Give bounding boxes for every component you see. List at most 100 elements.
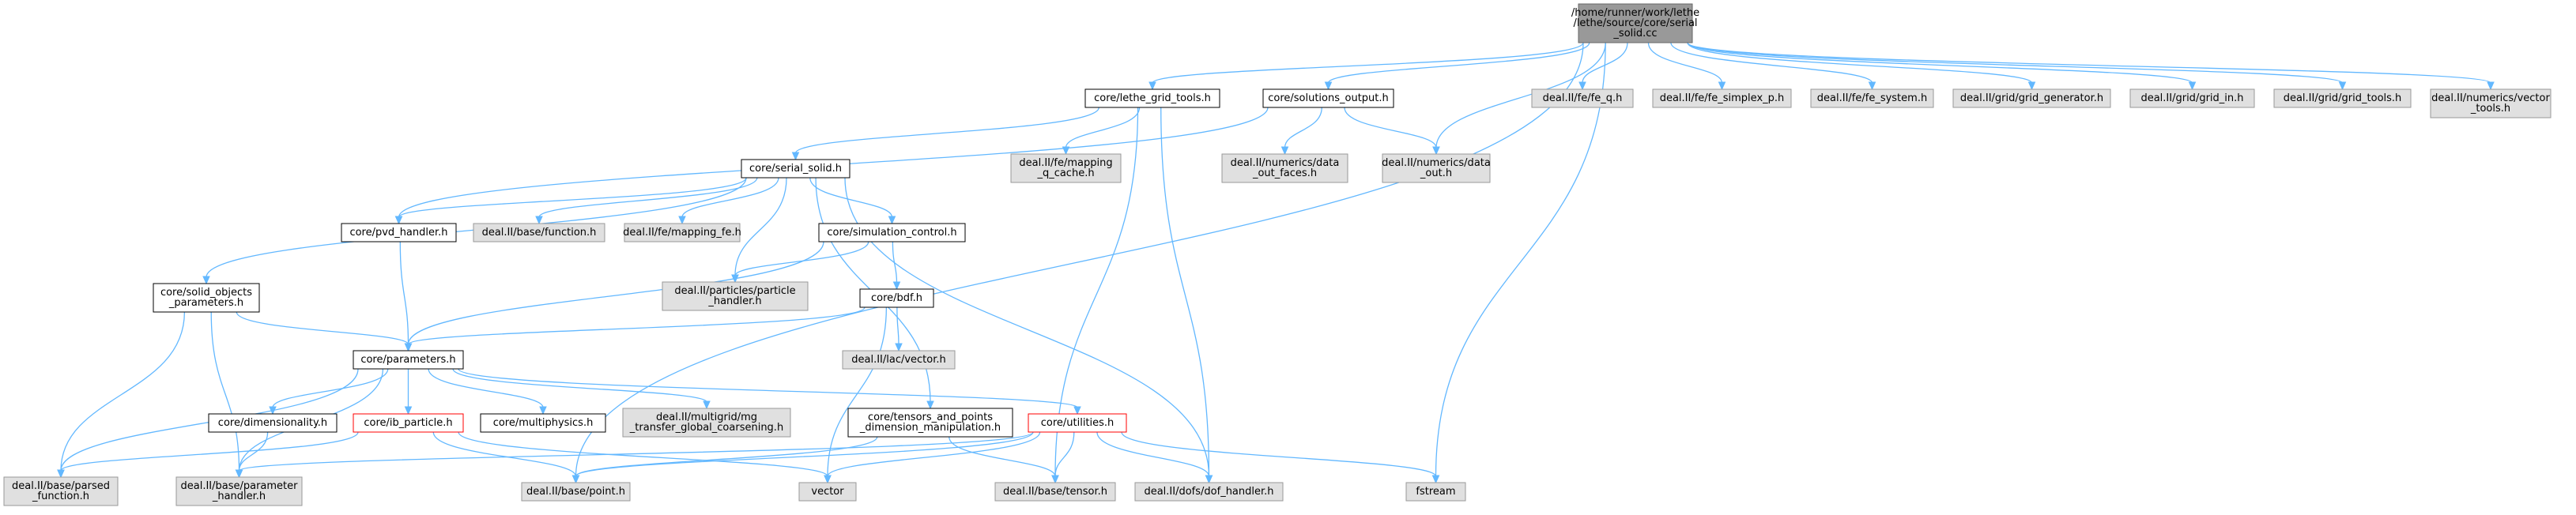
node-label-line: deal.II/fe/fe_system.h (1817, 92, 1927, 104)
node-grid_in: deal.II/grid/grid_in.h (2129, 88, 2255, 108)
node-parameters[interactable]: core/parameters.h (353, 350, 464, 370)
node-label-line: deal.II/grid/grid_in.h (2140, 92, 2243, 104)
node-point: deal.II/base/point.h (521, 482, 631, 502)
arrowhead-mapping_fe (678, 216, 686, 225)
node-label-line: deal.II/base/point.h (526, 486, 625, 498)
arrowhead-fe_q (1578, 81, 1586, 91)
node-data_out: deal.II/numerics/data_out.h (1382, 153, 1491, 183)
node-fe_q: deal.II/fe/fe_q.h (1531, 88, 1634, 108)
node-label-line: core/pvd_handler.h (349, 227, 447, 239)
arrowhead-tensor (1051, 475, 1059, 484)
edge-utilities-to-dof_handler (1096, 431, 1210, 477)
node-box (2129, 88, 2255, 108)
node-label-line: deal.II/grid/grid_generator.h (1960, 92, 2103, 104)
node-label-line: deal.II/base/function.h (482, 227, 597, 239)
node-fe_simplex: deal.II/fe/fe_simplex_p.h (1652, 88, 1792, 108)
edge-tensors_points-to-tensor (949, 436, 1056, 477)
node-label-line: _transfer_global_coarsening.h (629, 422, 783, 434)
node-grid_tools[interactable]: core/lethe_grid_tools.h (1084, 88, 1220, 108)
node-label-line: _function.h (32, 491, 89, 502)
node-label-line: core/tensors_and_points (868, 412, 993, 423)
node-label-line: deal.II/numerics/data (1231, 157, 1340, 169)
node-box (1405, 482, 1466, 502)
arrowhead-utilities (1073, 406, 1081, 415)
node-label-line: core/utilities.h (1041, 417, 1115, 429)
edge-ib_particle-to-parsed_function (60, 431, 359, 472)
node-bdf[interactable]: core/bdf.h (859, 288, 934, 308)
arrowhead-fe_system (1868, 81, 1876, 91)
node-box (622, 408, 791, 438)
arrowhead-parameter_handler (235, 469, 243, 479)
edge-root-to-solutions_output (1327, 42, 1590, 84)
edge-parameters-to-dimensionality (272, 368, 389, 408)
node-box (2273, 88, 2412, 108)
edge-solid_objects-to-parsed_function (60, 311, 186, 472)
node-label-line: deal.II/base/parameter (180, 480, 298, 492)
node-box (741, 159, 850, 179)
edge-bdf-to-vector (827, 306, 888, 477)
node-parameter_handler: deal.II/base/parameter_handler.h (175, 476, 303, 506)
edge-utilities-to-fstream (1121, 431, 1437, 477)
node-label-line: _dimension_manipulation.h (859, 422, 1001, 434)
arrowhead-bdf (892, 281, 901, 291)
edge-serial_solid-to-simulation_control (809, 177, 893, 218)
edge-root-to-grid_in (1687, 42, 2193, 84)
node-dimensionality[interactable]: core/dimensionality.h (208, 413, 338, 433)
arrowhead-parameters (404, 343, 413, 352)
node-utilities[interactable]: core/utilities.h (1028, 413, 1127, 433)
node-pvd_handler[interactable]: core/pvd_handler.h (341, 223, 457, 242)
node-label-line: core/simulation_control.h (827, 227, 956, 239)
edge-grid_tools-to-tensor (1054, 107, 1139, 477)
node-parsed_function: deal.II/base/parsed_function.h (3, 476, 119, 506)
node-label-line: core/serial_solid.h (749, 163, 842, 175)
node-box (341, 223, 457, 242)
arrowhead-ib_particle (404, 406, 413, 415)
node-label-line: core/solid_objects (160, 287, 252, 299)
node-label-line: deal.II/fe/mapping (1019, 157, 1112, 169)
node-serial_solid[interactable]: core/serial_solid.h (741, 159, 850, 179)
edge-simulation_control-to-particle_handler (734, 241, 869, 276)
node-label-line: _q_cache.h (1036, 167, 1094, 179)
node-box (208, 413, 338, 433)
node-box (859, 288, 934, 308)
arrowhead-lac_vector (895, 343, 903, 352)
arrowhead-serial_solid (791, 152, 800, 161)
node-box (662, 281, 809, 311)
node-box (624, 223, 741, 242)
node-tensors_points[interactable]: core/tensors_and_points_dimension_manipu… (847, 408, 1013, 438)
node-multiphysics[interactable]: core/multiphysics.h (480, 413, 606, 433)
arrowhead-vector_tools (2487, 81, 2495, 91)
edge-utilities-to-vector (827, 431, 1041, 477)
edges-layer (57, 42, 2495, 484)
node-simulation_control[interactable]: core/simulation_control.h (818, 223, 966, 242)
node-solutions_output[interactable]: core/solutions_output.h (1262, 88, 1394, 108)
node-label-line: deal.II/numerics/data (1382, 157, 1491, 169)
node-box (3, 476, 119, 506)
edge-bdf-to-parameters (407, 306, 866, 345)
edge-root-to-grid_tools_dealii (1687, 42, 2344, 84)
node-dof_handler: deal.II/dofs/dof_handler.h (1134, 482, 1284, 502)
edge-ib_particle-to-vector (458, 431, 828, 477)
arrowhead-point (571, 475, 580, 484)
node-box (994, 482, 1116, 502)
node-box (480, 413, 606, 433)
edge-serial_solid-to-base_function (538, 177, 758, 218)
edge-root-to-vector_tools (1687, 42, 2491, 84)
edge-solutions_output-to-data_out_faces (1284, 107, 1322, 148)
node-root[interactable]: /home/runner/work/lethe/lethe/source/cor… (1571, 3, 1699, 43)
edge-grid_tools-to-serial_solid (794, 107, 1099, 154)
node-label-line: deal.II/fe/fe_simplex_p.h (1660, 92, 1785, 104)
node-label-line: deal.II/fe/mapping_fe.h (623, 227, 741, 239)
arrowhead-grid_generator (2027, 81, 2036, 91)
node-box (175, 476, 303, 506)
arrowhead-parsed_function (57, 469, 65, 479)
edge-parameters-to-multiphysics (428, 368, 544, 408)
edge-bdf-to-lac_vector (896, 306, 900, 345)
node-label-line: core/parameters.h (360, 354, 455, 366)
edge-dimensionality-to-parameter_handler (238, 431, 269, 472)
node-box (842, 350, 956, 370)
node-lac_vector: deal.II/lac/vector.h (842, 350, 956, 370)
node-ib_particle[interactable]: core/ib_particle.h (353, 413, 464, 433)
node-solid_objects[interactable]: core/solid_objects_parameters.h (153, 283, 260, 313)
node-box (847, 408, 1013, 438)
